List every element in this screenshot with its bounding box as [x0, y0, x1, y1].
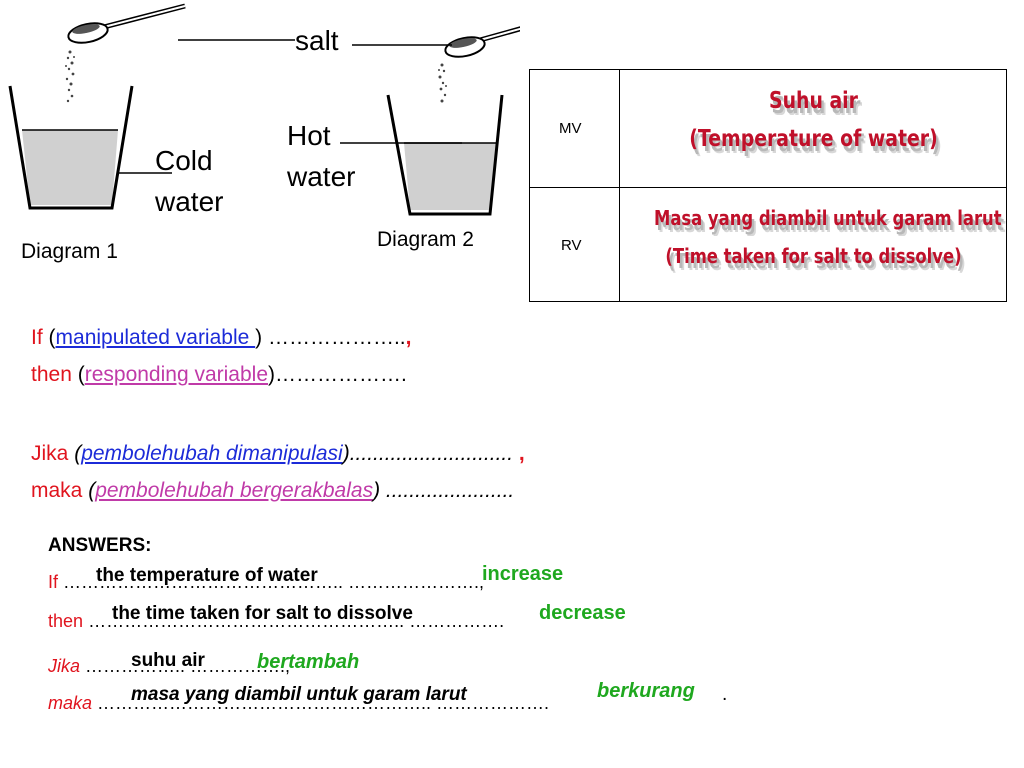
maka-dots: ) ......................: [373, 479, 515, 502]
if-dots: ) ………………..: [255, 326, 406, 349]
variables-table: MV RV Suhu air (Temperature of water) Ma…: [529, 69, 1007, 302]
spoon-icon-2: [444, 26, 520, 58]
open-paren-2: (: [77, 363, 85, 386]
hypothesis-maka-line: maka (pembolehubah bergerakbalas) ......…: [31, 479, 514, 503]
open-paren-3: (: [74, 442, 82, 465]
answer-then-word: then: [48, 611, 84, 631]
pembolehubah-dimanipulasi-link[interactable]: pembolehubah dimanipulasi: [81, 442, 343, 465]
answer-then-fill: the time taken for salt to dissolve: [112, 603, 413, 624]
answer-if-line: If ……………………………………….. ………………….,: [48, 572, 484, 593]
answer-maka-green: berkurang: [597, 680, 695, 702]
hypothesis-jika-line: Jika (pembolehubah dimanipulasi)........…: [31, 442, 525, 466]
answer-jika-line: Jika …………….. …………….,: [48, 656, 290, 677]
rv-text-line2: (Time taken for salt to dissolve): [665, 244, 962, 268]
answer-then-dots: …………………………………………….. …………….: [88, 611, 505, 631]
cold-water-label-line1: Cold: [155, 145, 213, 176]
hot-water-label-line1: Hot: [287, 120, 331, 151]
answers-heading: ANSWERS:: [48, 535, 152, 556]
rv-text-line1: Masa yang diambil untuk garam larut: [654, 206, 1002, 230]
then-word: then: [31, 363, 72, 386]
hypothesis-if-line: If (manipulated variable ) ………………..,: [31, 326, 411, 350]
salt-grains-1: [65, 50, 75, 103]
answer-if-fill: the temperature of water: [96, 565, 318, 586]
salt-grains-2: [438, 63, 447, 103]
jika-dots: )............................: [342, 442, 514, 465]
salt-label: salt: [295, 25, 339, 56]
mv-text-line1: Suhu air: [769, 88, 858, 114]
answer-jika-fill: suhu air: [131, 650, 205, 671]
jika-word: Jika: [31, 442, 69, 465]
answer-jika-green: bertambah: [257, 651, 360, 673]
experiment-diagram: [8, 3, 520, 216]
manipulated-variable-link[interactable]: manipulated variable: [55, 326, 256, 349]
responding-variable-link[interactable]: responding variable: [84, 363, 269, 386]
then-dots: )……………….: [268, 363, 407, 386]
rv-label: RV: [561, 237, 582, 254]
pembolehubah-bergerakbalas-link[interactable]: pembolehubah bergerakbalas: [95, 479, 374, 502]
answer-if-dots: ……………………………………….. ………………….,: [63, 572, 485, 592]
answer-if-green: increase: [482, 563, 564, 585]
answer-jika-word: Jika: [48, 656, 81, 676]
answer-then-green: decrease: [539, 602, 626, 624]
mv-text-line2: (Temperature of water): [689, 126, 938, 152]
answer-maka-line: maka ……………………………………………….. ……………….: [48, 693, 549, 714]
answer-then-line: then …………………………………………….. …………….: [48, 611, 504, 632]
beaker-1: [8, 85, 134, 210]
answer-maka-word: maka: [48, 693, 93, 713]
answer-jika-dots: …………….. …………….,: [85, 656, 291, 676]
open-paren-4: (: [88, 479, 96, 502]
spoon-icon-1: [67, 3, 186, 44]
diagram-1-label: Diagram 1: [21, 240, 118, 263]
hot-water-label-line2: water: [287, 161, 356, 192]
hypothesis-then-line: then (responding variable)……………….: [31, 363, 407, 387]
maka-word: maka: [31, 479, 83, 502]
mv-label: MV: [559, 120, 582, 137]
answer-maka-dots: ……………………………………………….. ……………….: [97, 693, 550, 713]
if-word: If: [31, 326, 43, 349]
table-divider-horizontal: [530, 187, 1006, 188]
answer-maka-fill: masa yang diambil untuk garam larut: [131, 684, 467, 705]
answer-if-word: If: [48, 572, 59, 592]
if-comma: ,: [405, 326, 412, 349]
jika-comma: ,: [518, 442, 525, 465]
open-paren: (: [48, 326, 56, 349]
cold-water-label-line2: water: [155, 186, 224, 217]
answer-maka-period: .: [722, 684, 728, 705]
table-divider-vertical: [619, 70, 620, 301]
diagram-2-label: Diagram 2: [377, 228, 474, 251]
beaker-2: [386, 94, 504, 216]
